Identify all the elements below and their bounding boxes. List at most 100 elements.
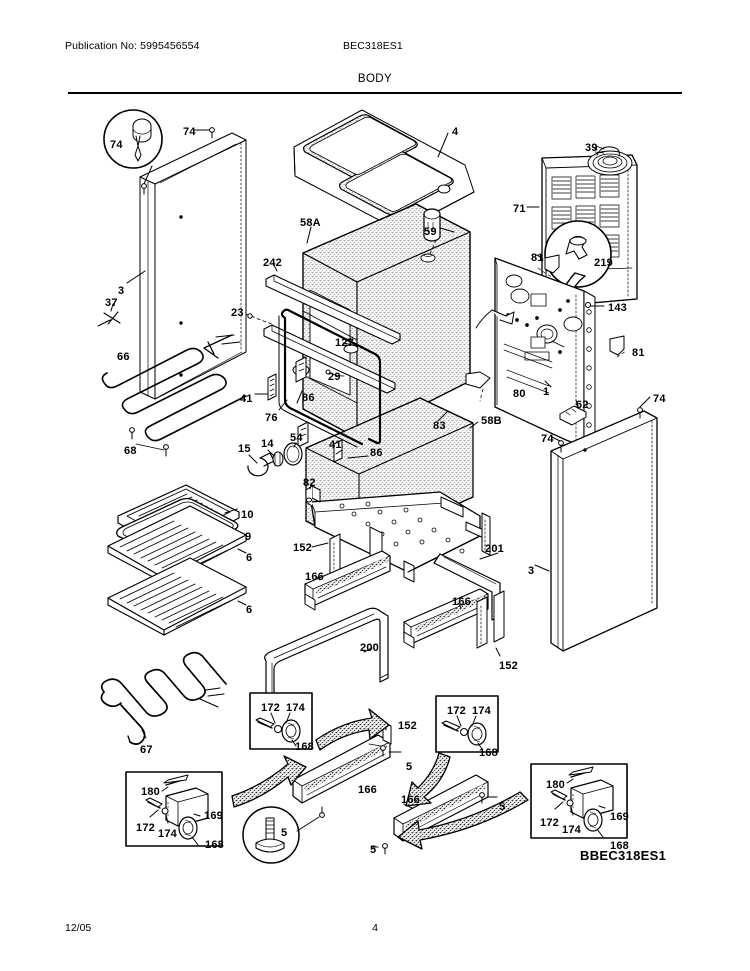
callout-74: 74 [183,126,196,138]
callout-152: 152 [398,720,417,732]
slide-rail-166-mid [403,588,489,649]
detail-bubble-74 [103,109,163,195]
callout-10: 10 [241,509,254,521]
callout-80: 80 [513,388,526,400]
chassis-panel-part201 [310,491,501,621]
oven-cavity-part58A [302,203,471,439]
callout-201: 201 [485,543,504,555]
callout-9: 9 [245,531,252,543]
variant-model-label: BBEC318ES1 [580,848,667,863]
callout-82: 82 [303,477,316,489]
callout-5: 5 [370,844,377,856]
callout-168: 168 [205,839,224,851]
hinge-plates [267,356,343,463]
callout-81: 81 [531,252,544,264]
callout-66: 66 [117,351,130,363]
detail-bubble-219 [544,220,612,288]
footer-date: 12/05 [65,922,92,934]
cooktop-part4 [293,109,475,232]
callout-127: 127 [335,337,354,349]
callout-6: 6 [246,552,253,564]
callout-168: 168 [479,747,498,759]
callout-59: 59 [424,226,437,238]
callout-172: 172 [261,702,280,714]
callout-172: 172 [540,817,559,829]
callout-174: 174 [472,705,491,717]
slide-rail-166-left [304,550,391,611]
callout-242: 242 [263,257,282,269]
callout-67: 67 [140,744,153,756]
callout-81: 81 [632,347,645,359]
callout-180: 180 [141,786,160,798]
bracket-81-lower [609,335,625,356]
callout-143: 143 [608,302,627,314]
oven-rack-lower-part6 [107,557,247,636]
callout-166: 166 [358,784,377,796]
bracket-81-upper [544,254,560,274]
page-title: BODY [357,73,393,85]
callout-15: 15 [238,443,251,455]
callout-152: 152 [293,542,312,554]
callout-174: 174 [286,702,305,714]
callout-166: 166 [401,794,420,806]
callout-74: 74 [541,433,554,445]
right-side-panel-part3 [550,410,658,652]
bake-element-part67 [100,651,227,745]
callout-14: 14 [261,438,274,450]
callout-71: 71 [513,203,526,215]
callout-174: 174 [158,828,177,840]
callout-74: 74 [110,139,123,151]
callout-5: 5 [499,801,506,813]
callout-219: 219 [594,257,613,269]
control-panel-part1 [494,257,596,453]
power-cord-part39 [587,145,633,176]
callout-3: 3 [528,565,535,577]
callout-166: 166 [305,571,324,583]
clip-82 [305,485,321,507]
callout-3: 3 [118,285,125,297]
callout-86: 86 [302,392,315,404]
callout-76: 76 [265,412,278,424]
callout-4: 4 [452,126,459,138]
callout-152: 152 [499,660,518,672]
detail-box-180-169-d [530,763,628,839]
callout-39: 39 [585,142,598,154]
detail-box-172-174-168-c [435,695,499,753]
detail-box-172-174-168-a [249,692,313,750]
callout-169: 169 [610,811,629,823]
callout-58B: 58B [481,415,502,427]
callout-180: 180 [546,779,565,791]
callout-29: 29 [328,371,341,383]
callout-23: 23 [231,307,244,319]
callout-172: 172 [136,822,155,834]
broil-element-part66 [101,334,247,442]
callout-58A: 58A [300,217,321,229]
callout-6: 6 [246,604,253,616]
callout-1: 1 [543,386,550,398]
callout-41: 41 [240,393,253,405]
callout-166: 166 [452,596,471,608]
callout-174: 174 [562,824,581,836]
callout-200: 200 [360,642,379,654]
callout-5: 5 [406,761,413,773]
part-59-bushing [423,208,441,242]
callout-168: 168 [295,741,314,753]
detail-bubble-5 [242,806,300,864]
clip-62 [559,405,587,426]
bracket-80 [465,371,491,389]
detail-box-180-169-b [125,771,223,847]
callout-172: 172 [447,705,466,717]
callout-74: 74 [653,393,666,405]
model-number: BEC318ES1 [343,40,403,52]
oven-lamp-assembly [247,442,303,477]
callout-168: 168 [610,840,629,852]
header-divider [68,92,682,94]
footer-page-number: 4 [372,922,378,934]
callout-68: 68 [124,445,137,457]
callout-169: 169 [204,810,223,822]
callout-5: 5 [281,827,288,839]
drawer-frame-part200 [264,607,389,716]
callout-41: 41 [329,439,342,451]
